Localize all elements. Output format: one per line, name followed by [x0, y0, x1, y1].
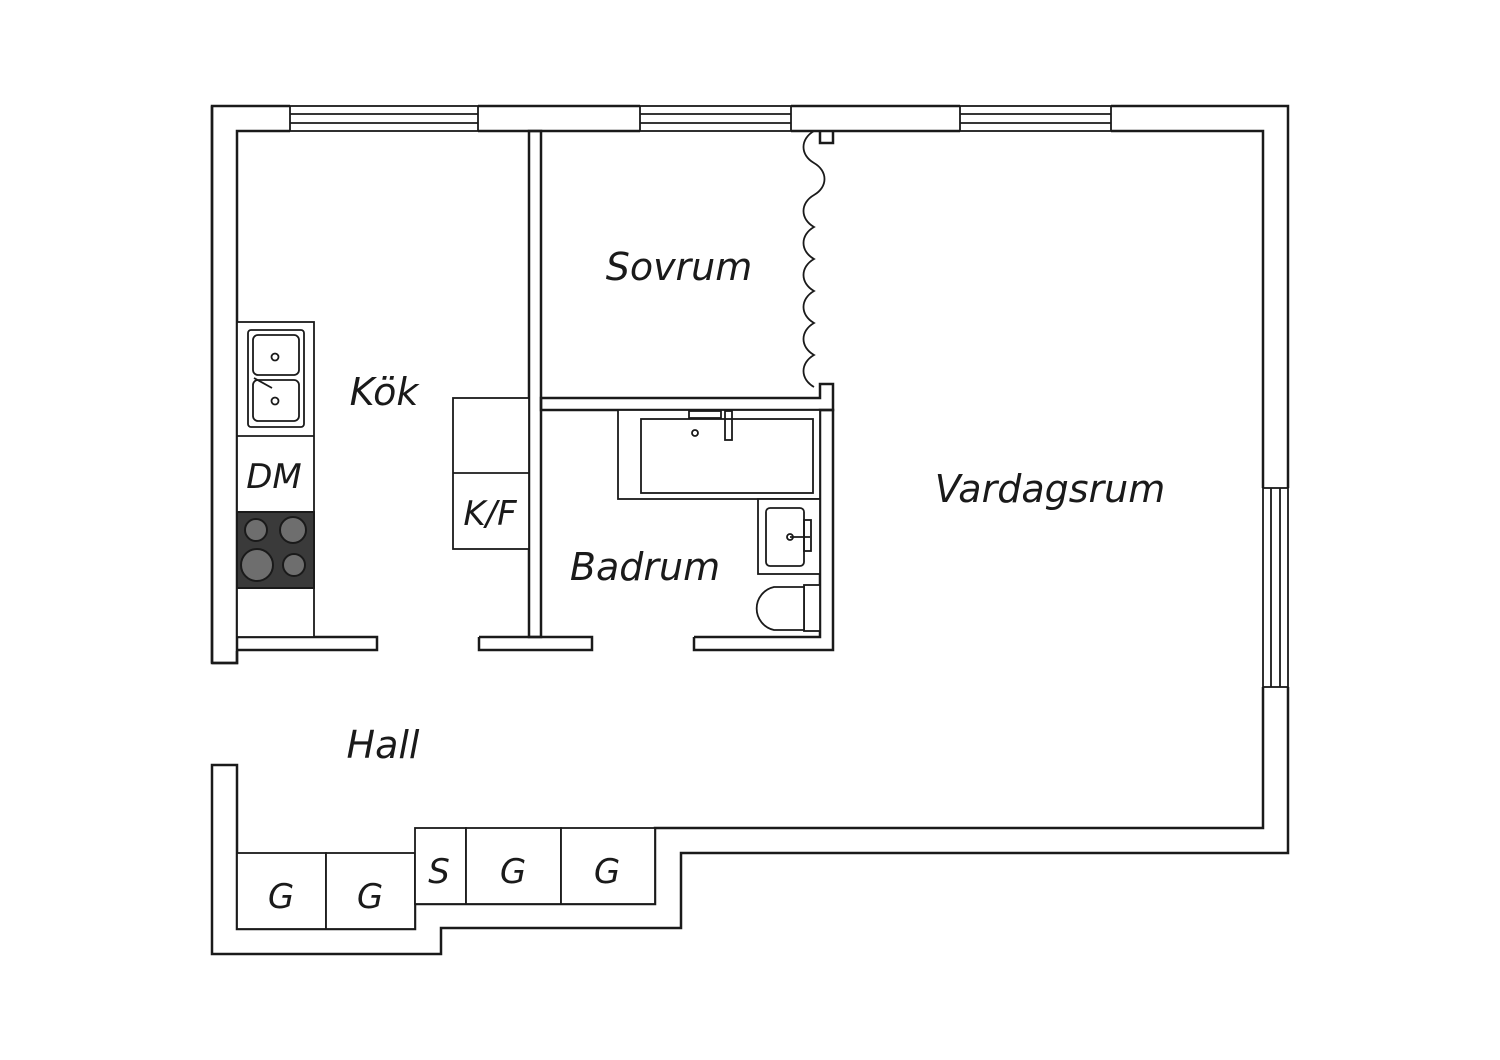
label-kok: Kök — [350, 370, 421, 414]
window-living-right — [1261, 487, 1290, 688]
label-dishwasher: DM — [246, 457, 302, 497]
storage-units — [236, 827, 656, 930]
label-wardrobe-1: G — [268, 877, 294, 917]
label-badrum: Badrum — [570, 545, 720, 589]
wall-kitchen-bottom-right — [477, 635, 594, 652]
wall-stub-top — [818, 131, 835, 145]
label-storage-s: S — [428, 852, 450, 892]
sink-icon — [247, 329, 305, 428]
label-wardrobe-2: G — [357, 877, 383, 917]
wall-kitchen-bottom-left — [237, 635, 379, 652]
label-wardrobe-3: G — [500, 852, 526, 892]
wall-bedroom-bath — [539, 382, 835, 412]
stove-icon — [236, 511, 315, 589]
label-sovrum: Sovrum — [606, 245, 753, 289]
toilet-icon — [755, 584, 821, 632]
window-bedroom — [639, 104, 792, 133]
wall-kitchen-bedroom — [527, 129, 543, 639]
label-hall: Hall — [347, 723, 420, 767]
outer-wall-outer — [210, 104, 1290, 956]
label-fridge-freezer: K/F — [463, 494, 517, 534]
curtain-divider — [802, 130, 826, 388]
window-kitchen — [289, 104, 479, 133]
label-vardagsrum: Vardagsrum — [935, 467, 1166, 511]
label-wardrobe-4: G — [594, 852, 620, 892]
washbasin-icon — [757, 498, 821, 575]
window-living-top — [959, 104, 1112, 133]
fridge-freezer — [452, 397, 530, 550]
bathtub-icon — [617, 409, 821, 500]
entry-jamb — [212, 651, 239, 665]
